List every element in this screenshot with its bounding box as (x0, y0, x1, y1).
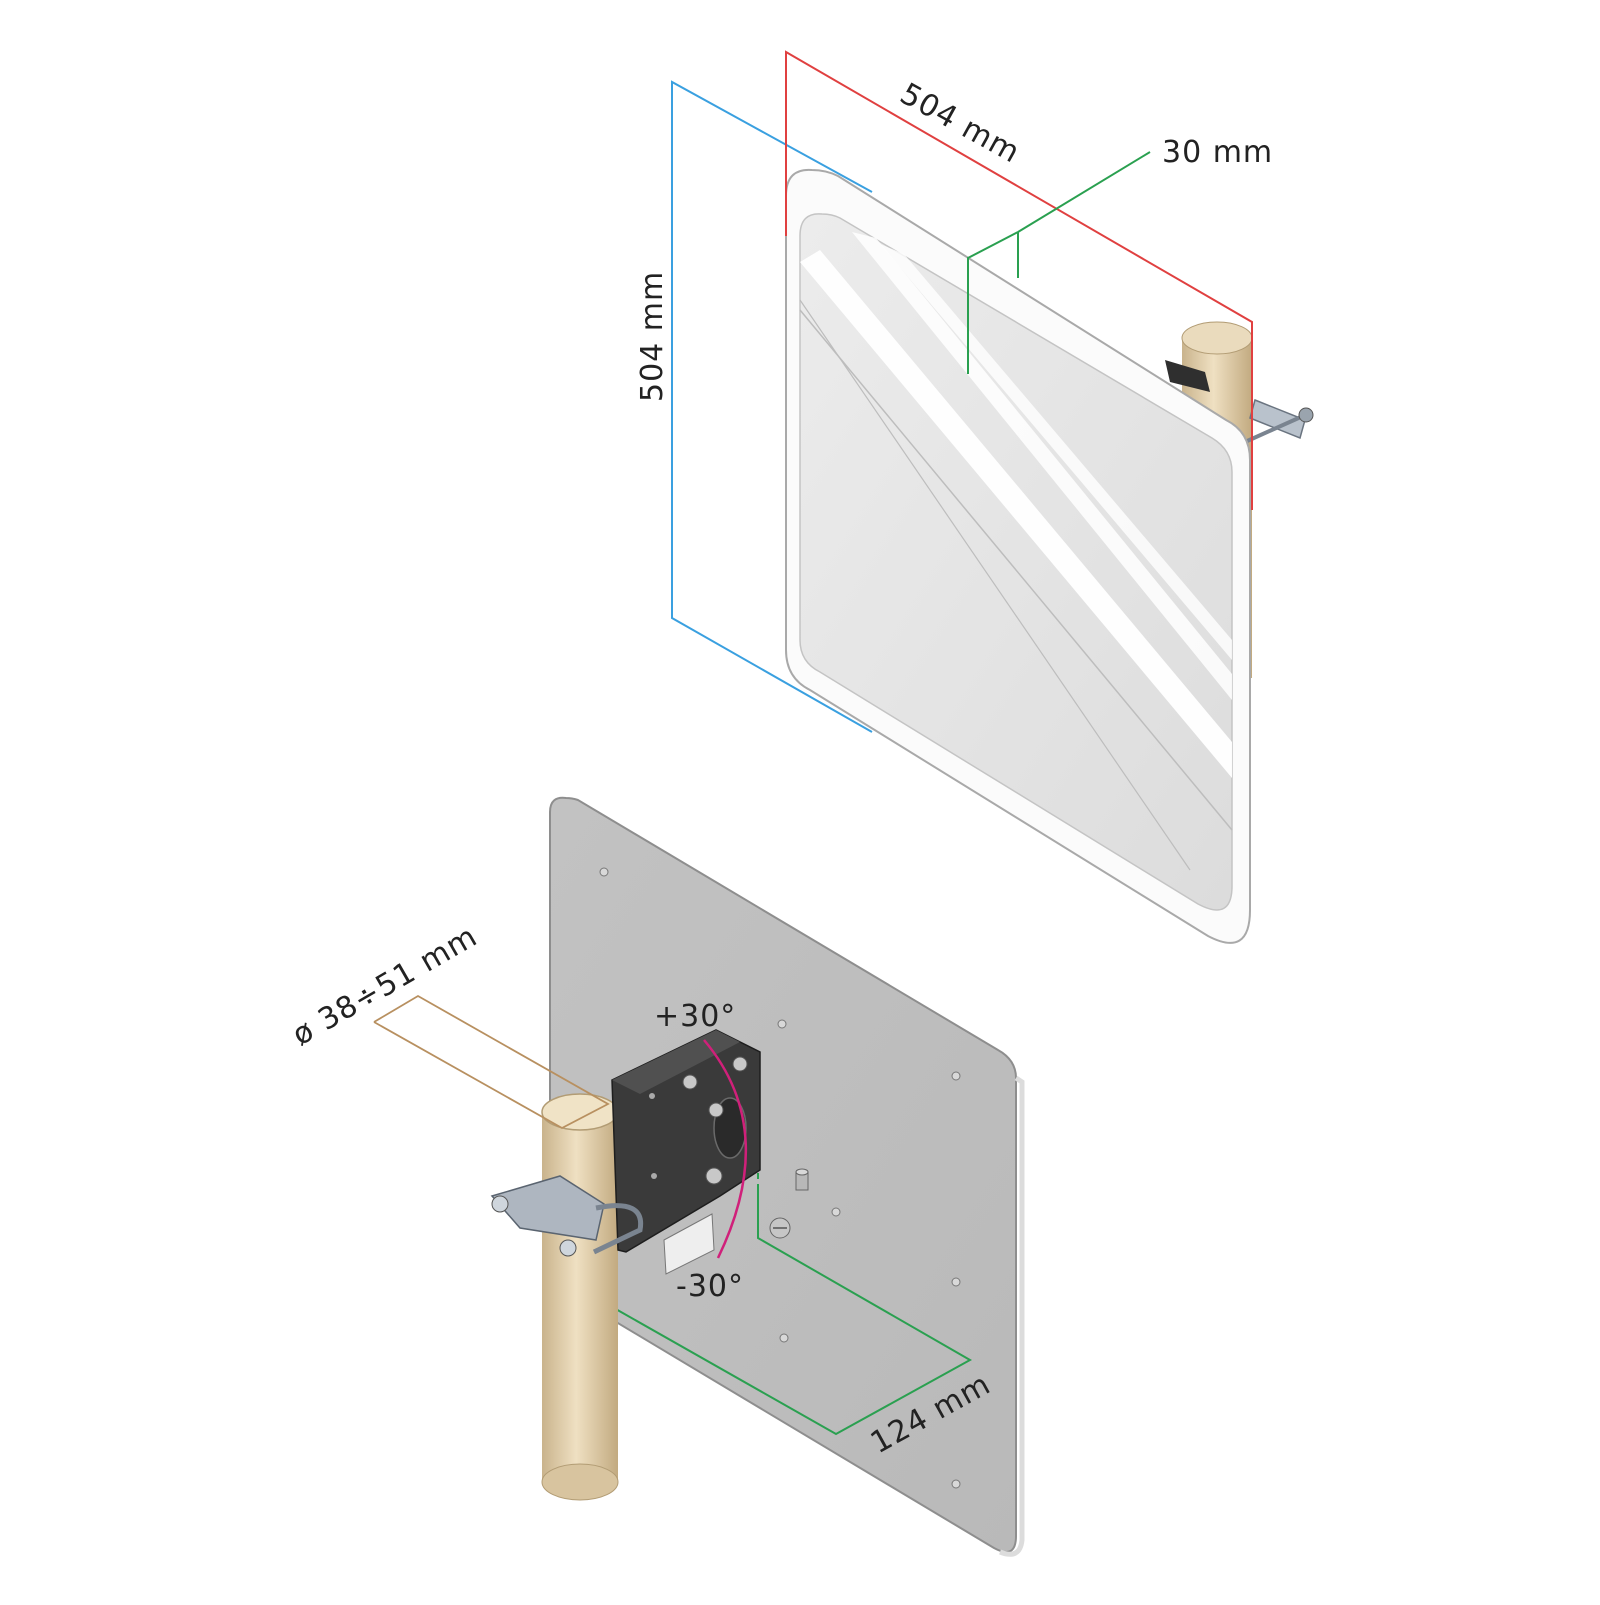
ground-screw (769, 1217, 791, 1239)
tilt-up-label: +30° (654, 999, 736, 1034)
mast-diameter-label: ø 38÷51 mm (287, 919, 484, 1053)
bottom-mast (541, 1093, 619, 1501)
height-dimension: 504 mm (635, 80, 873, 733)
mounting-holes (599, 867, 961, 1489)
height-label: 504 mm (635, 271, 670, 402)
depth-label: 30 mm (1162, 135, 1273, 170)
depth-dimension: 30 mm (967, 135, 1273, 374)
width-label: 504 mm (894, 76, 1026, 170)
front-view (785, 168, 1314, 944)
connector-stud (795, 1168, 809, 1191)
top-clamp (1165, 360, 1314, 444)
mast-clamp (490, 1175, 644, 1257)
back-plate (549, 796, 1017, 1553)
tilt-arc (703, 1039, 748, 1259)
rear-view: 124 mm (287, 796, 1025, 1557)
tilt-down-label: -30° (676, 1269, 744, 1304)
